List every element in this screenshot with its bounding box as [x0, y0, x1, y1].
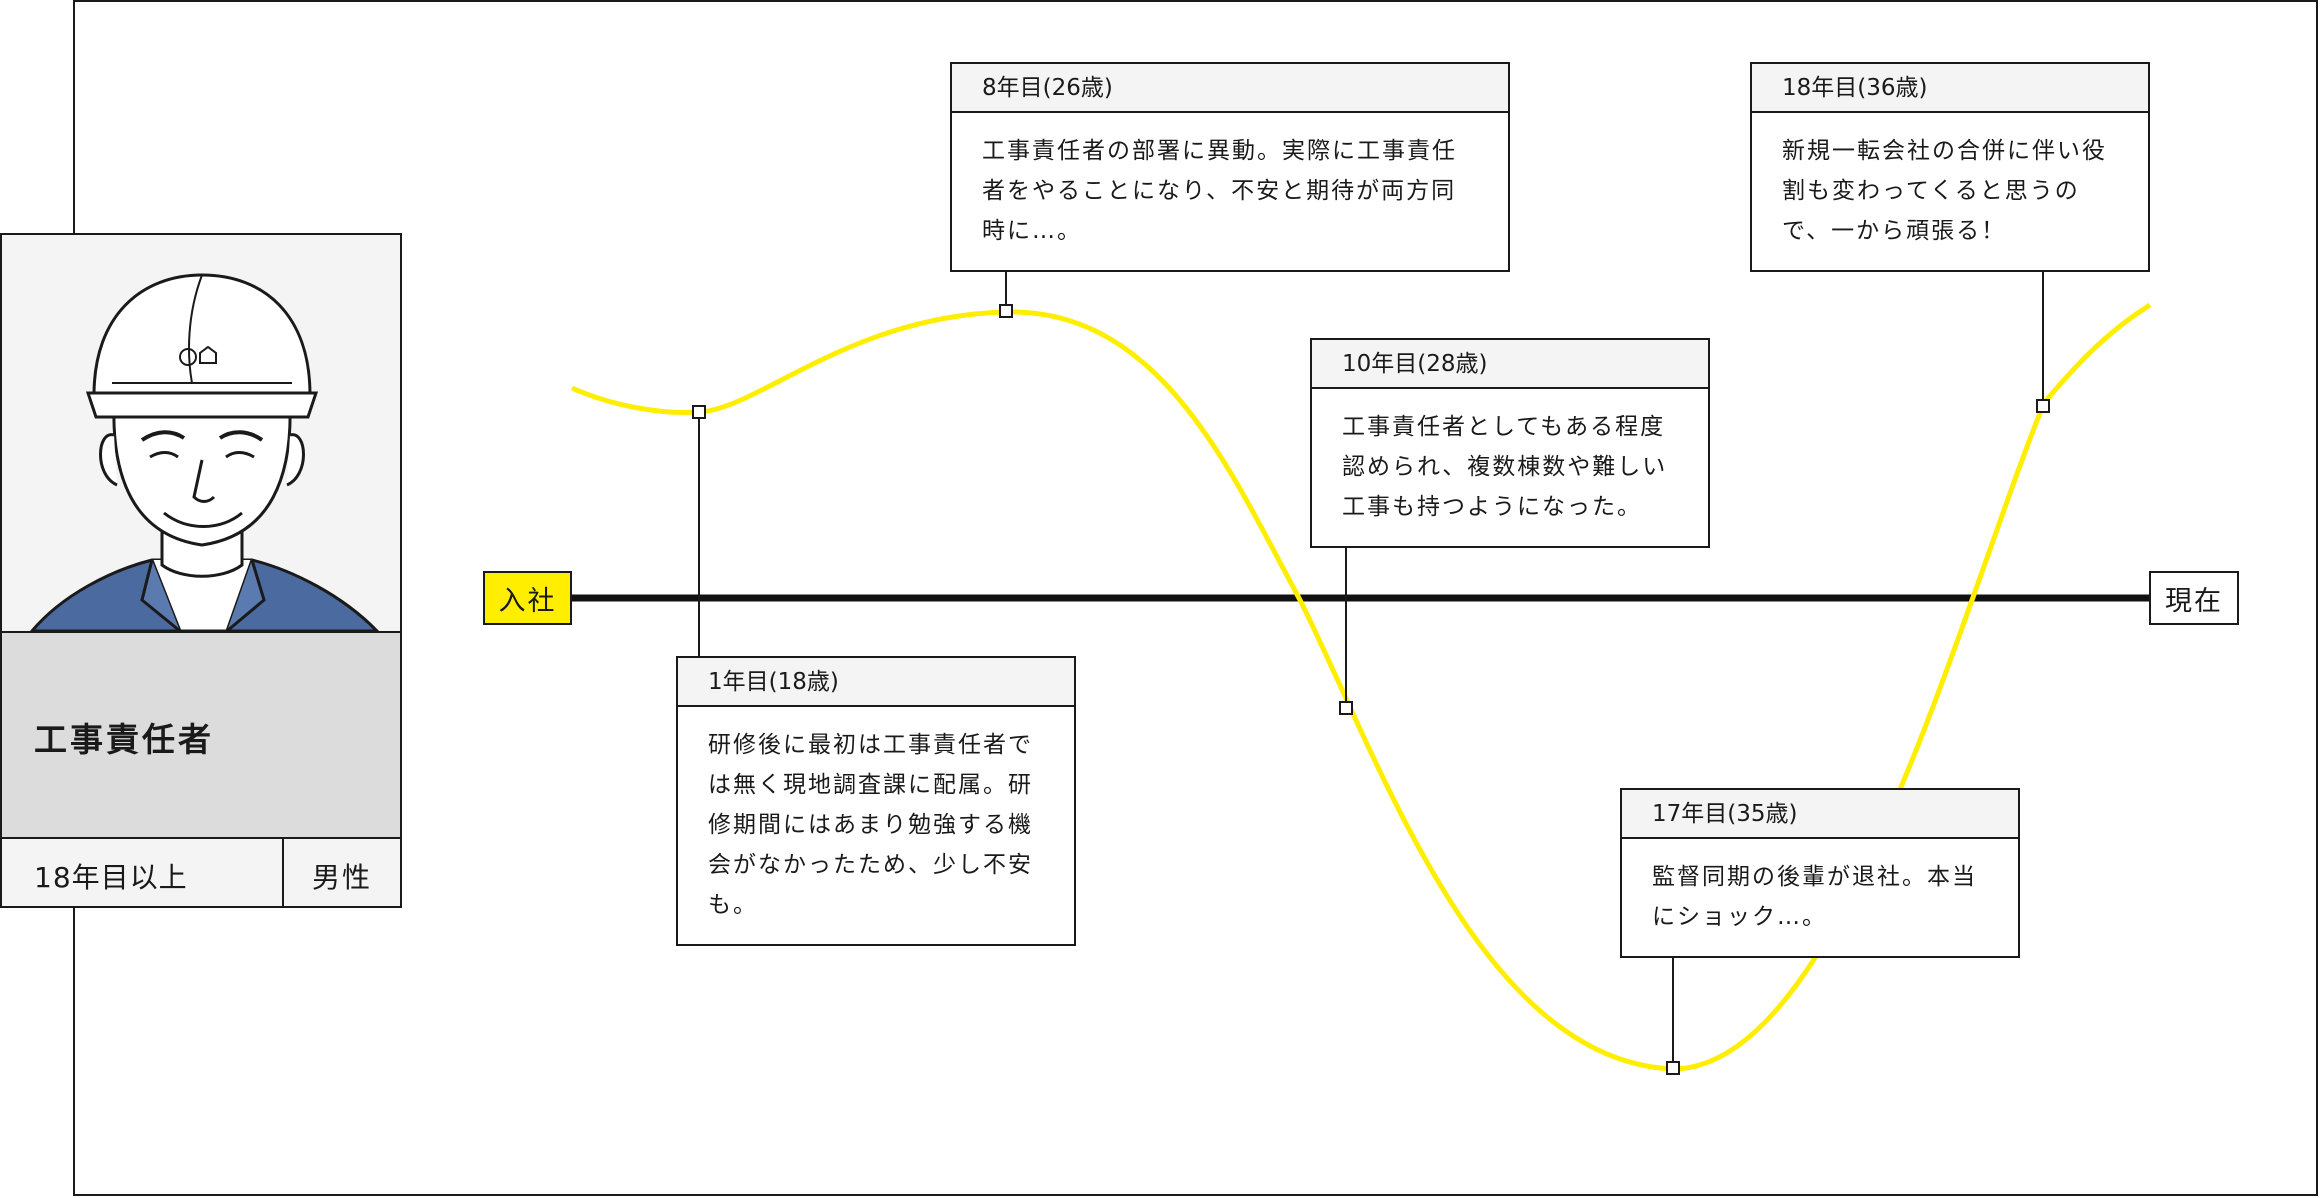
event-text: 工事責任者としてもある程度認められ、複数棟数や難しい工事も持つようになった。 [1342, 414, 1668, 520]
years-cell: 18年目以上 [2, 839, 284, 906]
marker-4 [1666, 1061, 1680, 1075]
role-panel: 工事責任者 [2, 633, 400, 839]
event-text: 研修後に最初は工事責任者では無く現地調査課に配属。研修期間にはあまり勉強する機会… [708, 732, 1033, 918]
event-box-2: 8年目(26歳) 工事責任者の部署に異動。実際に工事責任者をやることになり、不安… [950, 62, 1510, 272]
marker-2 [999, 304, 1013, 318]
marker-5 [2036, 399, 2050, 413]
event-box-1: 1年目(18歳) 研修後に最初は工事責任者では無く現地調査課に配属。研修期間には… [676, 656, 1076, 946]
event-text: 新規一転会社の合併に伴い役割も変わってくると思うので、一から頑張る！ [1782, 138, 2107, 244]
event-title: 1年目(18歳) [678, 658, 1074, 707]
event-box-3: 10年目(28歳) 工事責任者としてもある程度認められ、複数棟数や難しい工事も持… [1310, 338, 1710, 548]
profile-card: 工事責任者 18年目以上 男性 [0, 233, 402, 908]
event-box-4: 17年目(35歳) 監督同期の後輩が退社。本当にショック…。 [1620, 788, 2020, 958]
now-tag: 現在 [2149, 571, 2239, 625]
emotion-curve [570, 302, 2152, 1072]
event-box-5: 18年目(36歳) 新規一転会社の合併に伴い役割も変わってくると思うので、一から… [1750, 62, 2150, 272]
event-title: 10年目(28歳) [1312, 340, 1708, 389]
event-title: 8年目(26歳) [952, 64, 1508, 113]
worker-portrait [2, 235, 400, 633]
gender-label: 男性 [311, 861, 372, 894]
marker-3 [1339, 701, 1353, 715]
event-text: 工事責任者の部署に異動。実際に工事責任者をやることになり、不安と期待が両方同時に… [982, 138, 1457, 244]
start-tag: 入社 [483, 571, 572, 625]
worker-illustration [30, 273, 380, 631]
event-text: 監督同期の後輩が退社。本当にショック…。 [1652, 864, 1977, 930]
marker-1 [692, 405, 706, 419]
gender-cell: 男性 [284, 839, 400, 906]
years-label: 18年目以上 [34, 861, 188, 894]
event-title: 18年目(36歳) [1752, 64, 2148, 113]
role-title: 工事責任者 [34, 720, 214, 759]
event-title: 17年目(35歳) [1622, 790, 2018, 839]
